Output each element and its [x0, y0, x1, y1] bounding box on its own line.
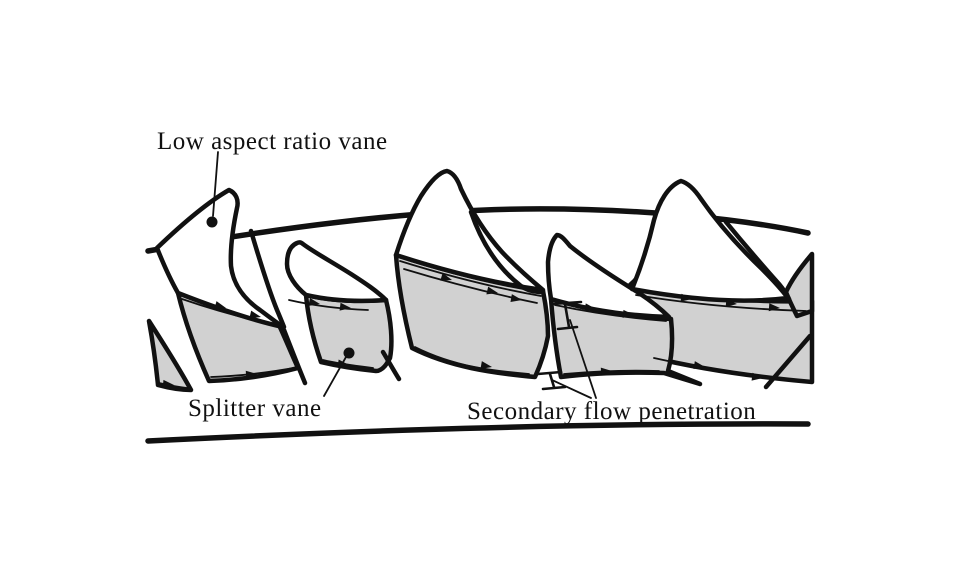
flow-arrow: [584, 303, 596, 312]
secondary-leader-line-bottom: [551, 379, 592, 399]
flow-arrow: [162, 379, 174, 388]
secondary-leader-line-top: [569, 319, 597, 399]
vane1-trailing-edge: [281, 327, 308, 386]
penetration-marker-top-cap: [550, 300, 583, 306]
vane1-bottom-line: [210, 366, 300, 378]
vane2-fin: [284, 240, 389, 304]
vane1-fin: [154, 187, 286, 330]
label-splitter-vane: Splitter vane: [188, 395, 322, 422]
hub-arc: [145, 421, 811, 444]
penetration-marker-top-base: [556, 325, 579, 331]
vane3-inner-edge: [468, 209, 546, 295]
label-low-aspect-ratio-vane: Low aspect ratio vane: [157, 128, 388, 155]
low-aspect-leader-dot: [206, 216, 218, 228]
vane3-band-line-1: [399, 260, 542, 297]
flow-arrow: [510, 294, 522, 303]
flow-arrowheads: [162, 272, 780, 388]
vane2-trailing-edge: [380, 349, 402, 382]
vane1-band-line: [181, 298, 280, 327]
flow-arrow: [680, 293, 692, 302]
vane5-bottom-line: [653, 357, 807, 382]
penetration-marker-bottom-base: [541, 385, 567, 391]
flow-arrow: [480, 361, 492, 370]
vane5-fin: [629, 178, 791, 303]
vane5-inner-edge: [723, 219, 792, 302]
penetration-marker-top: [550, 300, 583, 331]
vane2-band-line: [288, 299, 369, 311]
flow-arrow: [440, 272, 452, 281]
vane-fins: [154, 168, 791, 330]
splitter-leader-line: [323, 356, 347, 397]
vane4-fin: [545, 232, 672, 320]
vane0-partial-body: [146, 318, 194, 393]
flow-arrow: [600, 367, 612, 376]
flow-arrow: [486, 286, 498, 295]
flow-arrow: [308, 297, 320, 306]
penetration-marker-top-stem: [563, 302, 571, 329]
flow-arrow: [339, 302, 351, 311]
vane3-band-line-2: [403, 268, 538, 304]
ink-layer: [145, 151, 815, 444]
flow-arrow: [768, 303, 780, 312]
flow-arrow: [214, 301, 226, 309]
vane4-bottom-line: [563, 369, 660, 375]
vane3-bottom-line: [414, 346, 530, 375]
vane0-bottom-line: [158, 382, 188, 389]
vane1-inner-edge: [248, 228, 287, 330]
casing-arc: [145, 206, 811, 254]
flow-arrow: [693, 361, 705, 370]
flow-arrow: [245, 370, 257, 379]
flow-streamlines: [158, 260, 807, 389]
flow-arrow: [249, 310, 261, 319]
vane5-band-line: [635, 294, 807, 312]
splitter-leader-dot: [343, 347, 355, 359]
flow-arrow: [725, 299, 737, 308]
flow-arrow: [751, 372, 763, 381]
flow-arrow: [622, 309, 634, 318]
low-aspect-leader-line: [212, 151, 219, 217]
penetration-marker-bottom-cap: [536, 370, 563, 376]
label-secondary-flow-penetration: Secondary flow penetration: [467, 398, 756, 425]
